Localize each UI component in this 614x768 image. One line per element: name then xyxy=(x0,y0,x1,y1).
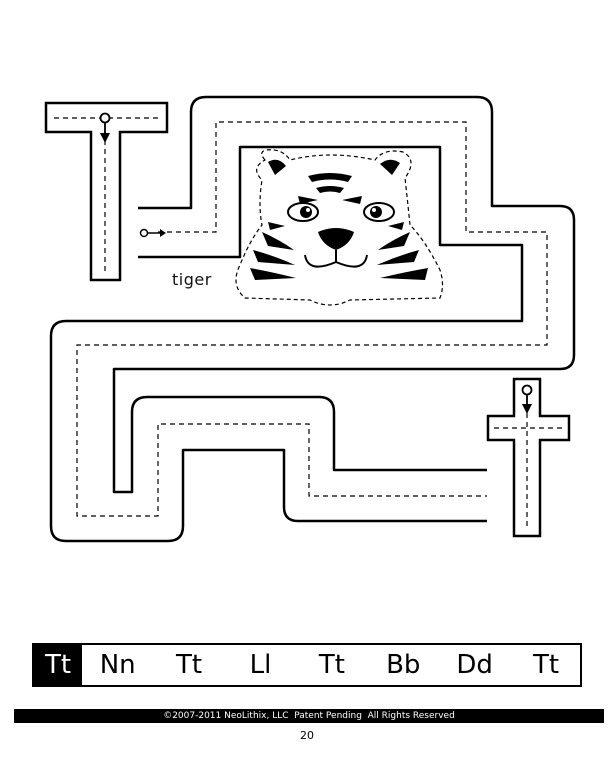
strip-letter: Tt xyxy=(318,650,345,680)
start-arrow-icon xyxy=(139,228,166,238)
maze-walls xyxy=(49,95,576,543)
lowercase-t-letter xyxy=(486,377,571,538)
uppercase-t-letter xyxy=(44,101,169,282)
strip-letter: Nn xyxy=(99,650,136,680)
strip-letter: Tt xyxy=(176,650,203,680)
maze-dashed-guide xyxy=(76,121,548,517)
tiger-icon xyxy=(235,149,444,306)
strip-letter: Tt xyxy=(533,650,560,680)
word-label-tiger: tiger xyxy=(172,270,212,289)
strip-letter: Dd xyxy=(456,650,493,680)
strip-highlighted-letter: Tt xyxy=(34,645,82,685)
strip-letter: Ll xyxy=(249,650,272,680)
letter-strip: Tt Nn Tt Ll Tt Bb Dd Tt xyxy=(32,643,582,687)
copyright-bar: ©2007-2011 NeoLithix, LLC Patent Pending… xyxy=(14,709,604,723)
strip-letter: Bb xyxy=(386,650,421,680)
page-number: 20 xyxy=(300,729,314,742)
